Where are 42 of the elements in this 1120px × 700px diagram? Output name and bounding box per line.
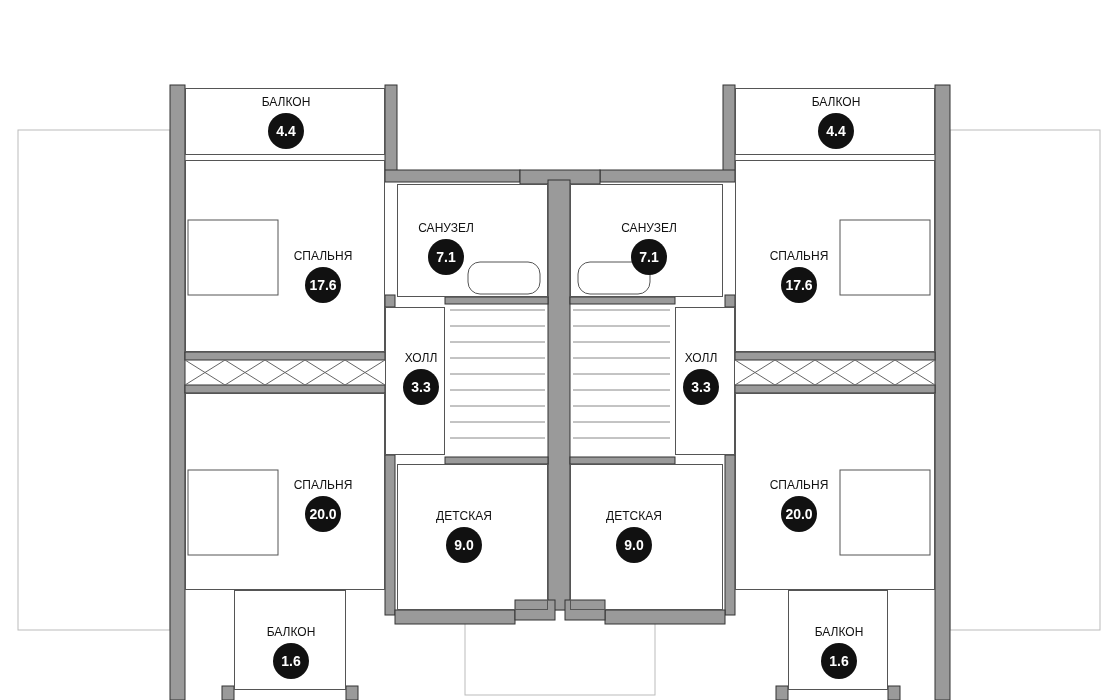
area-marker: 17.6 (781, 267, 817, 303)
area-marker: 3.3 (403, 369, 439, 405)
area-marker: 17.6 (305, 267, 341, 303)
area-marker: 4.4 (818, 113, 854, 149)
room-name: СПАЛЬНЯ (769, 249, 829, 263)
room-name: СПАЛЬНЯ (769, 478, 829, 492)
area-marker: 9.0 (616, 527, 652, 563)
area-marker: 4.4 (268, 113, 304, 149)
room-outline (397, 464, 548, 610)
room-outline (185, 88, 385, 155)
room-name: БАЛКОН (814, 625, 864, 639)
room-name: СПАЛЬНЯ (293, 249, 353, 263)
area-marker: 3.3 (683, 369, 719, 405)
room-name: ДЕТСКАЯ (606, 509, 662, 523)
area-marker: 1.6 (821, 643, 857, 679)
room-outline (234, 590, 346, 690)
room-outline (570, 184, 723, 297)
room-outline (385, 307, 445, 455)
room-outline (735, 160, 935, 352)
area-marker: 7.1 (428, 239, 464, 275)
room-outline (185, 160, 385, 352)
room-outline (735, 88, 935, 155)
room-name: БАЛКОН (261, 95, 311, 109)
area-marker: 7.1 (631, 239, 667, 275)
room-outline (788, 590, 888, 690)
room-outline (185, 393, 385, 590)
area-marker: 9.0 (446, 527, 482, 563)
room-outline (735, 393, 935, 590)
room-name: САНУЗЕЛ (621, 221, 677, 235)
area-marker: 20.0 (781, 496, 817, 532)
room-name: СПАЛЬНЯ (293, 478, 353, 492)
room-outline (397, 184, 548, 297)
room-outline (675, 307, 735, 455)
room-name: ХОЛЛ (404, 351, 438, 365)
room-outline (570, 464, 723, 610)
area-marker: 20.0 (305, 496, 341, 532)
room-name: БАЛКОН (811, 95, 861, 109)
area-marker: 1.6 (273, 643, 309, 679)
room-name: ХОЛЛ (684, 351, 718, 365)
room-name: ДЕТСКАЯ (436, 509, 492, 523)
room-name: САНУЗЕЛ (418, 221, 474, 235)
room-name: БАЛКОН (266, 625, 316, 639)
